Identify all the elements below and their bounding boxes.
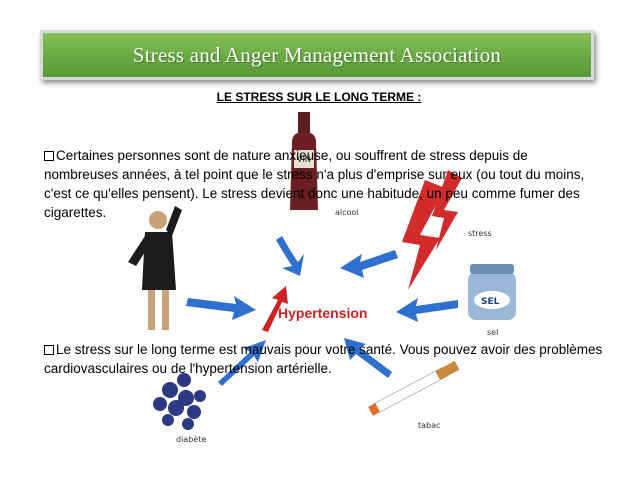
salt-label: sel [487, 328, 498, 337]
alcohol-label: alcool [335, 208, 359, 217]
stressed-woman-icon [128, 206, 182, 330]
stress-label: stress [468, 229, 492, 238]
paragraph-2: Le stress sur le long terme est mauvais … [44, 340, 604, 378]
banner-title: Stress and Anger Management Association [132, 42, 502, 67]
arrow-from-salt-icon [396, 298, 458, 322]
arrow-from-molecule-icon [218, 340, 266, 386]
paragraph-1-text: Certaines personnes sont de nature anxie… [44, 148, 585, 220]
paragraph-1: Certaines personnes sont de nature anxie… [44, 146, 604, 222]
slide-subtitle: LE STRESS SUR LE LONG TERME : [216, 90, 422, 104]
arrow-from-alcohol-icon [276, 236, 304, 276]
arrow-from-tobacco-icon [344, 338, 392, 378]
checkbox-bullet-icon [44, 151, 54, 161]
red-arrow-icon [262, 286, 288, 332]
wine-tag-label: VIN [297, 155, 311, 164]
title-banner: Stress and Anger Management Association [40, 30, 594, 80]
blue-arrows [186, 236, 458, 386]
wine-bottle-icon: VIN [290, 112, 318, 210]
diabetes-label: diabète [176, 434, 206, 444]
tobacco-label: tabac [418, 421, 440, 430]
hypertension-label: Hypertension [278, 305, 367, 321]
checkbox-bullet-icon [44, 345, 54, 355]
molecule-icon [153, 373, 206, 430]
arrow-from-woman-icon [186, 296, 256, 320]
salt-jar-label: SEL [481, 297, 500, 307]
salt-jar-icon: SEL [468, 264, 516, 320]
arrow-from-stress-icon [340, 250, 398, 278]
paragraph-2-text: Le stress sur le long terme est mauvais … [44, 342, 603, 376]
cigarette-icon [368, 360, 460, 416]
lightning-icon [402, 170, 462, 290]
